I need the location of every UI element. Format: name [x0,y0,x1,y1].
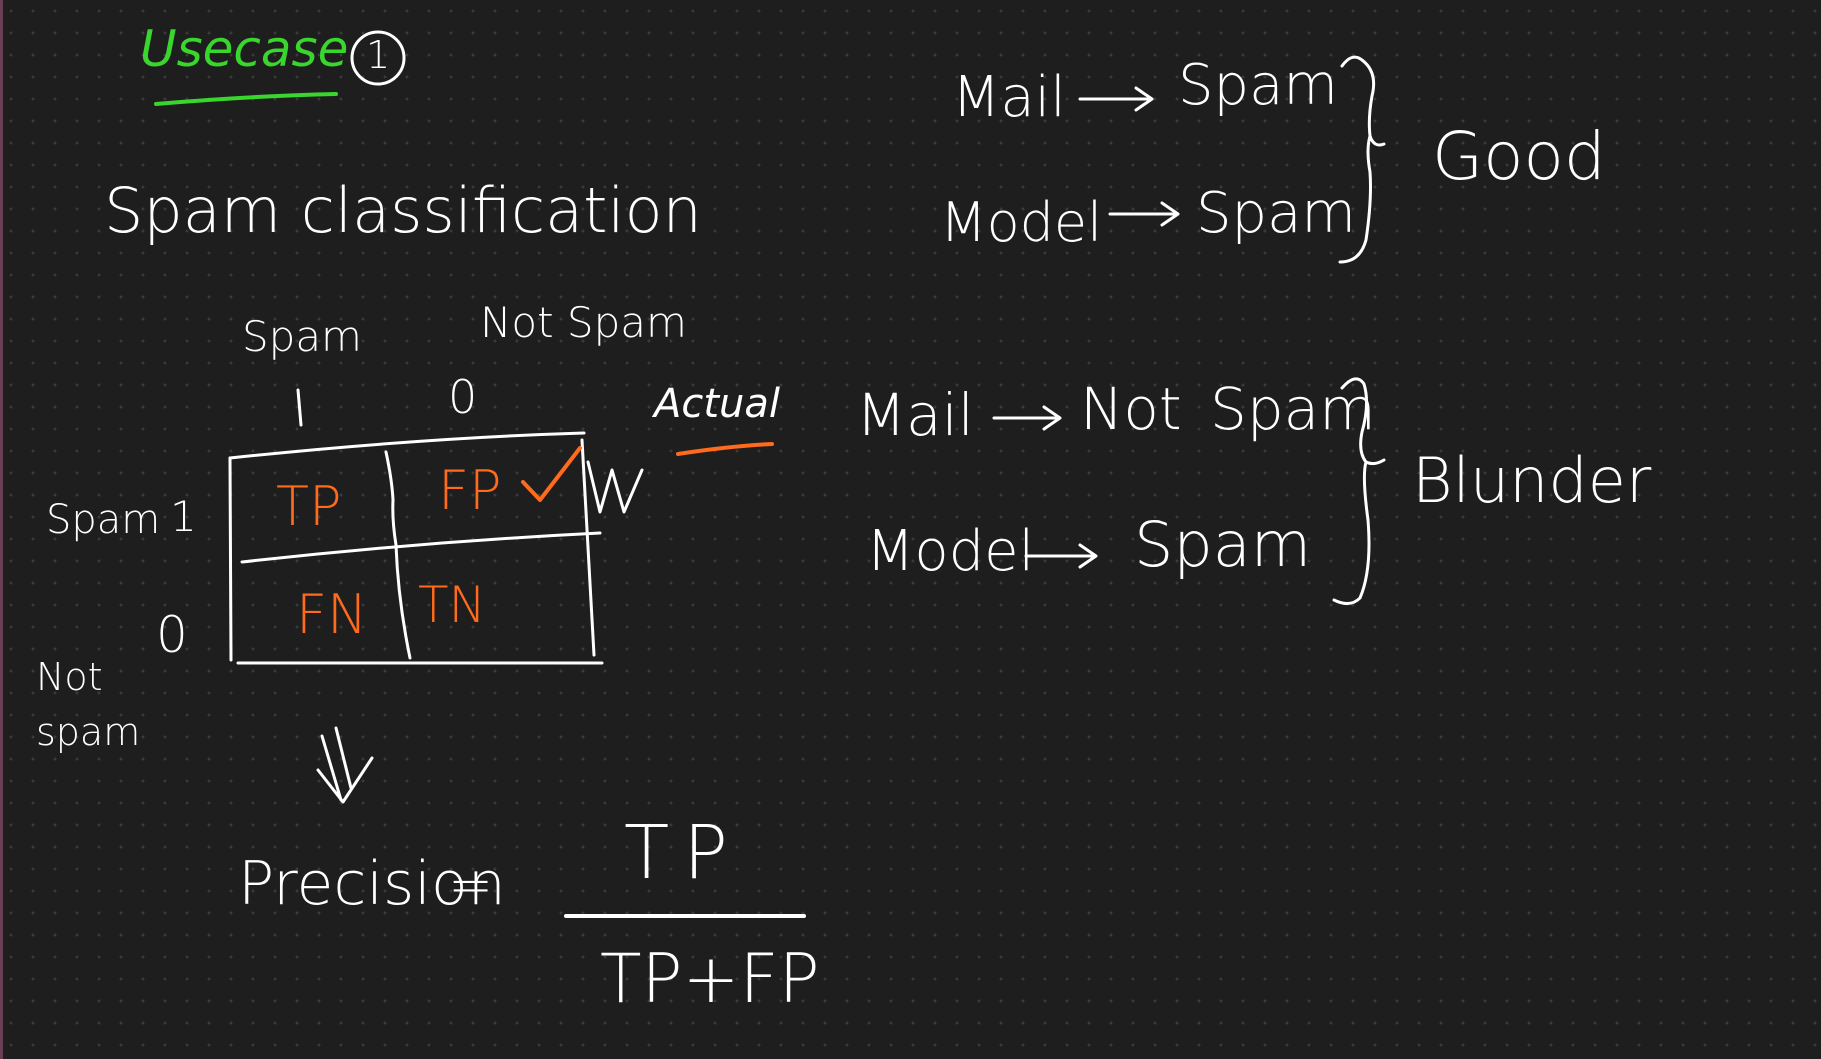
col-tick-spam [296,388,303,427]
usecase-label: Usecase [140,20,349,78]
matrix-right-border [580,438,596,657]
blunder-mail-label: Mail [856,381,974,449]
matrix-top-border [228,431,586,460]
brace-blunder [1332,377,1386,605]
double-arrow-down-icon [316,726,374,804]
usecase-number: 1 [366,33,391,77]
blunder-model-label: Model [866,519,1035,584]
blunder-mail-value: Not Spam [1080,375,1376,443]
arrow-right-icon [1024,543,1098,569]
arrow-right-icon [1108,201,1180,227]
page-title: Spam classification [104,174,702,247]
usecase-underline [154,92,338,106]
matrix-middle-row-line [240,531,602,564]
good-model-value: Spam [1196,181,1356,246]
arrow-right-icon [992,405,1062,431]
actual-underline [676,442,774,456]
matrix-row-header-not-spam: Not spam [36,655,141,755]
good-mail-value: Spam [1178,53,1338,118]
formula-equals: = [448,853,494,916]
blunder-model-value: Spam [1134,508,1312,581]
matrix-col-header-spam: Spam [242,312,362,361]
blunder-verdict: Blunder [1412,444,1652,517]
formula-numerator: TP [624,810,742,896]
matrix-cell-tp: TP [276,475,342,538]
matrix-left-border [228,456,233,662]
good-model-label: Model [940,191,1103,254]
usecase-number-circle [350,30,406,86]
brace-good [1338,55,1386,264]
matrix-actual-label: Actual [654,381,781,427]
matrix-row-value-1: 1 [170,492,197,541]
fp-check-mark-icon [521,446,582,502]
formula-denominator: TP+FP [600,940,820,1019]
matrix-col-header-not-spam: Not Spam [480,298,687,347]
matrix-row-value-0: 0 [156,606,188,664]
arrow-right-icon [1078,86,1154,112]
matrix-row-header-spam: Spam [46,497,161,543]
matrix-cell-fp: FP [438,459,502,522]
matrix-cell-tn: TN [418,576,486,634]
good-verdict: Good [1432,118,1606,195]
formula-lhs: Precision [238,849,506,919]
matrix-cell-fn: FN [296,583,368,646]
good-mail-label: Mail [952,65,1066,130]
canvas-edge [0,0,3,1059]
matrix-middle-col-line [384,450,412,660]
w-squiggle [586,460,644,514]
matrix-col-value-0: 0 [448,370,478,424]
